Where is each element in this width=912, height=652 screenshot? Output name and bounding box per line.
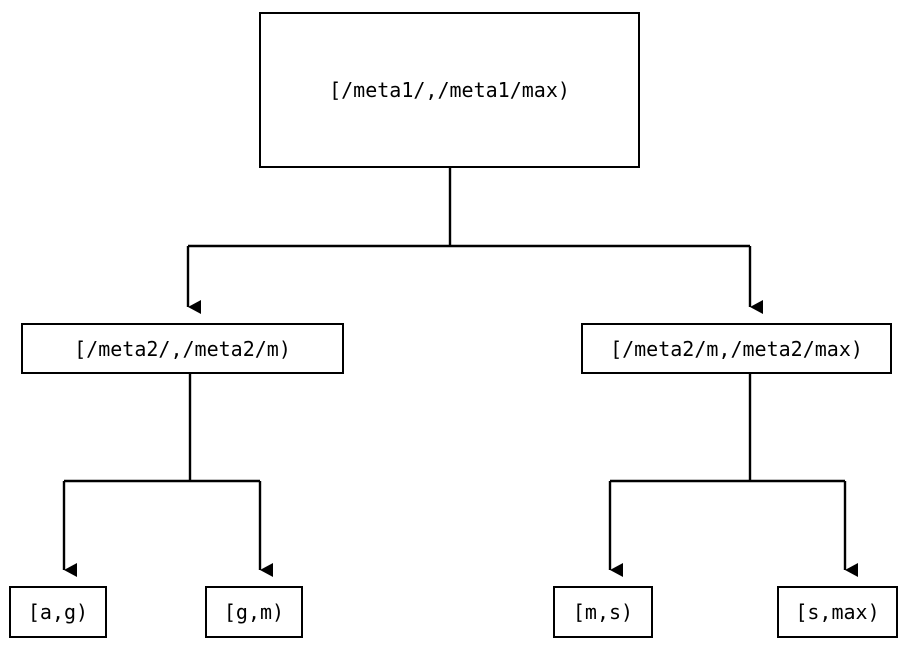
- tree-node-root[interactable]: [/meta1/,/meta1/max): [259, 12, 640, 168]
- tree-node-leaf-0[interactable]: [a,g): [9, 586, 107, 638]
- tree-node-leaf-0-label: [a,g): [27, 600, 89, 624]
- edge-mid-left-to-leaves-group: [62, 374, 273, 577]
- tree-node-mid-right[interactable]: [/meta2/m,/meta2/max): [581, 323, 892, 374]
- edge-root-to-mid-group: [186, 168, 763, 314]
- tree-node-mid-left-label: [/meta2/,/meta2/m): [74, 336, 291, 361]
- tree-node-mid-right-label: [/meta2/m,/meta2/max): [610, 336, 863, 361]
- tree-node-leaf-2-label: [m,s): [572, 600, 634, 624]
- tree-node-mid-left[interactable]: [/meta2/,/meta2/m): [21, 323, 344, 374]
- tree-node-root-label: [/meta1/,/meta1/max): [329, 78, 570, 102]
- tree-node-leaf-3-label: [s,max): [795, 600, 880, 624]
- tree-node-leaf-2[interactable]: [m,s): [553, 586, 653, 638]
- tree-node-leaf-1[interactable]: [g,m): [205, 586, 303, 638]
- edge-mid-right-to-leaves-group: [608, 374, 858, 577]
- tree-node-leaf-1-label: [g,m): [223, 600, 285, 624]
- tree-node-leaf-3[interactable]: [s,max): [777, 586, 898, 638]
